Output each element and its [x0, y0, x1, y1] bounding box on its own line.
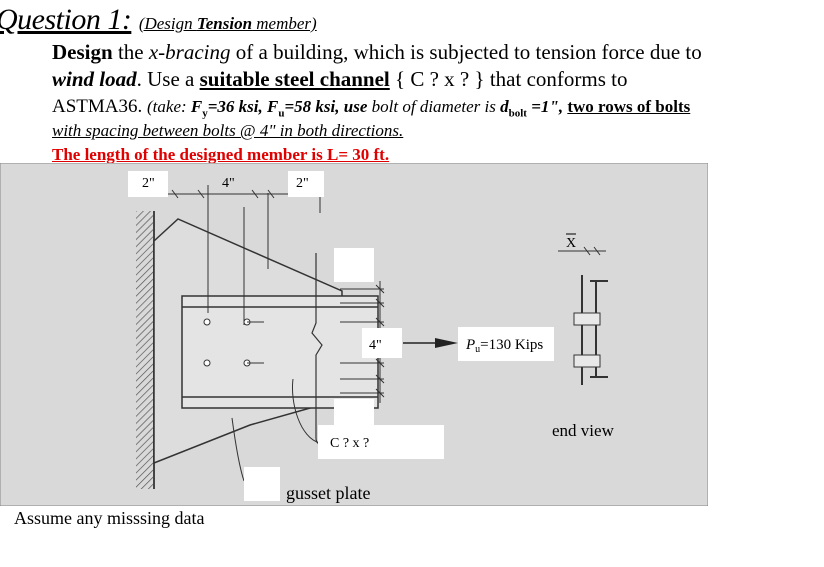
gusset-leader [231, 417, 245, 482]
xbar-label: X [566, 236, 576, 251]
end-view-section [558, 246, 608, 385]
load-label: Pu=130 Kips [465, 337, 543, 355]
question-number: Question 1: [0, 3, 132, 36]
statement-line-1: Design the x-bracing of a building, whic… [52, 40, 702, 64]
channel-label: C ? x ? [330, 436, 369, 451]
channel-member [181, 295, 379, 409]
vertical-dimension [340, 281, 385, 403]
assume-note: Assume any misssing data [14, 508, 205, 528]
question-subtitle: (Design Tension member) [138, 14, 317, 33]
connection-figure: 2" 4" 2" 4" Pu=130 Kips C ? x ? gusset p… [0, 163, 708, 506]
gusset-label: gusset plate [286, 483, 370, 503]
dim-vertical: 4" [369, 338, 382, 353]
statement-line-2: wind load. Use a suitable steel channel … [52, 67, 628, 91]
blank-box-top [334, 248, 374, 282]
load-label-box [458, 327, 554, 361]
dim-vertical-box [362, 328, 402, 358]
statement-line-4: with spacing between bolts @ 4" in both … [52, 121, 404, 140]
statement-line-3: ASTMA36. (take: Fy=36 ksi, Fu=58 ksi, us… [52, 96, 691, 120]
dim-left: 2" [142, 176, 155, 191]
bolt-holes [203, 318, 264, 367]
dim-mid: 4" [222, 176, 235, 191]
wall-hatch [136, 211, 154, 489]
blank-box-mid [334, 399, 374, 429]
end-view-label: end view [552, 421, 615, 440]
load-arrow-head [435, 338, 458, 348]
blank-box-bottom [244, 467, 280, 501]
dim-right-box [288, 171, 324, 197]
channel-leader [291, 378, 321, 444]
dim-right: 2" [296, 176, 309, 191]
top-dimension-ticks [171, 189, 275, 199]
channel-label-box [318, 425, 444, 459]
dim-left-box [128, 171, 168, 197]
question-title: Question 1: (Design Tension member) [0, 2, 317, 42]
statement-line-5-length: The length of the designed member is L= … [52, 145, 390, 164]
